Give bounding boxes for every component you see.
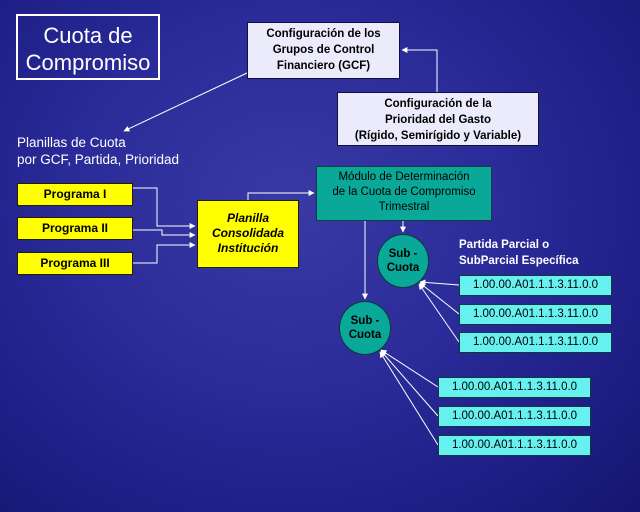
- config-priority-line1: Configuración de la: [384, 98, 492, 110]
- subcuota1-line2: Cuota: [386, 262, 420, 274]
- planillas-label-line1: Planillas de Cuota: [17, 135, 126, 150]
- subcuota1-line1: Sub -: [388, 248, 418, 260]
- planilla-line1: Planilla: [226, 211, 270, 225]
- config-gcf-line1: Configuración de los: [266, 28, 381, 40]
- subcuota-circle-1: Sub - Cuota: [377, 234, 429, 288]
- arrow-program3-to-planilla: [133, 242, 196, 264]
- planilla-line2: Consolidada: [211, 226, 284, 240]
- program-box-2: Programa II: [17, 217, 133, 240]
- arrow-planilla-to-modulo: [247, 190, 315, 200]
- planillas-label-line2: por GCF, Partida, Prioridad: [17, 152, 180, 167]
- partida-label-line2: SubParcial Específica: [459, 255, 579, 267]
- arrow-subcuota2-to-account5: [380, 350, 439, 417]
- account-box: 1.00.00.A01.1.1.3.11.0.0: [438, 377, 591, 398]
- planilla-line3: Institución: [217, 241, 279, 255]
- config-gcf-line2: Grupos de Control: [272, 44, 375, 56]
- arrow-subcuota1-to-account1: [419, 279, 460, 286]
- account-box: 1.00.00.A01.1.1.3.11.0.0: [438, 406, 591, 427]
- partida-label: Partida Parcial o SubParcial Específica: [459, 237, 629, 269]
- arrow-subcuota1-to-account3: [418, 283, 460, 343]
- arrow-program2-to-planilla: [133, 229, 196, 238]
- config-priority-line3: (Rígido, Semirígido y Variable): [354, 130, 522, 142]
- title-line2: Compromiso: [25, 50, 151, 75]
- arrow-subcuota2-to-account6: [379, 351, 439, 446]
- partida-label-line1: Partida Parcial o: [459, 239, 550, 251]
- modulo-line1: Módulo de Determinación: [338, 171, 470, 183]
- planilla-consolidada-box: Planilla Consolidada Institución: [197, 200, 299, 268]
- subcuota2-line1: Sub -: [350, 315, 380, 327]
- planillas-label: Planillas de Cuota por GCF, Partida, Pri…: [17, 134, 217, 168]
- account-box: 1.00.00.A01.1.1.3.11.0.0: [438, 435, 591, 456]
- arrow-program1-to-planilla: [133, 187, 196, 229]
- modulo-box: Módulo de Determinación de la Cuota de C…: [316, 166, 492, 221]
- config-priority-box: Configuración de la Prioridad del Gasto …: [337, 92, 539, 146]
- account-box: 1.00.00.A01.1.1.3.11.0.0: [459, 304, 612, 325]
- arrow-subcuota2-to-account4: [380, 349, 439, 388]
- arrow-priority-to-gcf: [401, 47, 438, 92]
- subcuota-circle-2: Sub - Cuota: [339, 301, 391, 355]
- config-gcf-box: Configuración de los Grupos de Control F…: [247, 22, 400, 79]
- account-box: 1.00.00.A01.1.1.3.11.0.0: [459, 275, 612, 296]
- diagram-title: Cuota de Compromiso: [16, 14, 160, 80]
- subcuota2-line2: Cuota: [348, 329, 382, 341]
- modulo-line3: Trimestral: [378, 201, 430, 213]
- modulo-line2: de la Cuota de Compromiso: [332, 186, 476, 198]
- title-line1: Cuota de: [43, 23, 133, 48]
- config-priority-line2: Prioridad del Gasto: [384, 114, 492, 126]
- arrow-subcuota1-to-account2: [419, 282, 460, 315]
- program-box-3: Programa III: [17, 252, 133, 275]
- arrow-gcf-to-planillas: [123, 72, 248, 132]
- account-box: 1.00.00.A01.1.1.3.11.0.0: [459, 332, 612, 353]
- config-gcf-line3: Financiero (GCF): [276, 60, 371, 72]
- program-box-1: Programa I: [17, 183, 133, 206]
